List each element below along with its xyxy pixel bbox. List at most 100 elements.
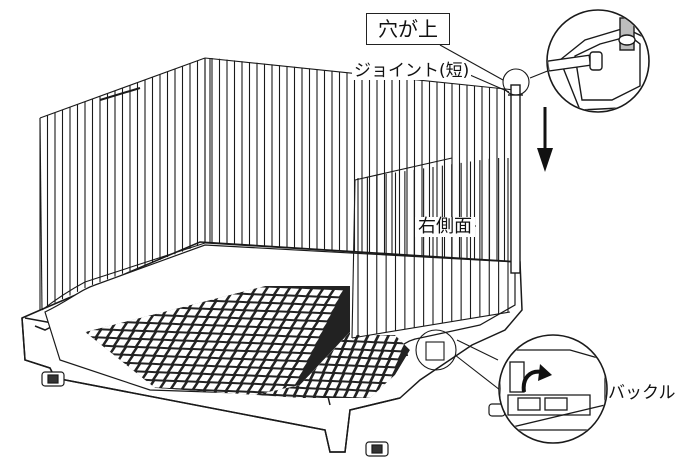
mesh-hole — [356, 391, 366, 398]
mesh-hole — [305, 297, 317, 304]
mesh-hole — [4, 384, 16, 390]
mesh-hole — [294, 296, 306, 304]
mesh-hole — [346, 390, 356, 398]
mesh-hole — [173, 382, 185, 389]
mesh-hole — [222, 351, 234, 358]
mesh-hole — [219, 334, 231, 342]
mesh-hole — [388, 360, 398, 367]
mesh-hole — [262, 360, 274, 368]
mesh-hole — [200, 350, 212, 357]
mesh-hole — [188, 374, 200, 381]
mesh-hole — [352, 374, 362, 382]
mesh-hole — [290, 304, 302, 312]
mesh-hole — [276, 288, 288, 295]
mesh-hole — [377, 335, 387, 342]
mesh-hole — [260, 320, 272, 327]
mesh-hole — [12, 368, 24, 374]
mesh-hole — [252, 336, 264, 343]
mesh-hole — [364, 342, 374, 350]
mesh-hole — [233, 351, 245, 358]
mesh-hole — [216, 318, 228, 325]
mesh-hole — [145, 348, 157, 355]
mesh-hole — [341, 350, 351, 357]
mesh-hole — [146, 324, 158, 331]
mesh-hole — [367, 334, 377, 342]
mesh-hole — [19, 376, 31, 382]
mesh-hole — [339, 382, 349, 389]
mesh-hole — [384, 343, 394, 350]
mesh-hole — [358, 358, 368, 366]
zoom-joint-detail — [546, 9, 650, 113]
mesh-hole — [220, 310, 232, 317]
mesh-hole — [328, 357, 338, 364]
mesh-hole — [394, 344, 404, 351]
mesh-hole — [192, 366, 204, 373]
mesh-hole — [199, 374, 211, 382]
mesh-hole — [359, 383, 369, 390]
mesh-hole — [214, 367, 226, 374]
mesh-hole — [113, 322, 125, 330]
mesh-hole — [312, 305, 324, 312]
mesh-hole — [274, 336, 286, 344]
mesh-hole — [213, 302, 225, 309]
mesh-hole — [221, 375, 233, 382]
mesh-hole — [207, 358, 219, 366]
mesh-hole — [168, 324, 180, 332]
mesh-hole — [378, 359, 388, 366]
mesh-hole — [208, 334, 220, 341]
mesh-hole — [184, 382, 196, 389]
mesh-hole — [144, 372, 156, 380]
mesh-hole — [231, 310, 243, 318]
mesh-hole — [237, 343, 249, 350]
mesh-hole — [179, 325, 191, 332]
mesh-hole — [120, 331, 132, 338]
mesh-hole — [223, 326, 235, 334]
mesh-hole — [211, 350, 223, 358]
mesh-hole — [327, 298, 339, 305]
mesh-hole — [127, 339, 139, 346]
mesh-hole — [30, 377, 42, 383]
mesh-hole — [387, 335, 397, 342]
mesh-hole — [209, 310, 221, 317]
mesh-hole — [189, 350, 201, 357]
mesh-hole — [338, 358, 348, 365]
mesh-hole — [300, 329, 312, 336]
mesh-hole — [135, 323, 147, 330]
mesh-hole — [374, 343, 384, 350]
mesh-hole — [138, 340, 150, 347]
mesh-hole — [246, 303, 258, 310]
mesh-hole — [268, 304, 280, 311]
mesh-hole — [246, 392, 258, 395]
mesh-hole — [349, 382, 359, 390]
mesh-hole — [142, 332, 154, 339]
mesh-hole — [261, 385, 273, 392]
mesh-hole — [151, 381, 163, 388]
mesh-hole — [296, 388, 306, 396]
mesh-hole — [277, 353, 289, 360]
mesh-hole — [270, 344, 282, 352]
mesh-hole — [152, 356, 164, 364]
mesh-hole — [258, 368, 270, 376]
mesh-hole — [175, 333, 187, 340]
mesh-hole — [167, 349, 179, 356]
joint-short — [508, 84, 523, 274]
mesh-hole — [226, 343, 238, 350]
mesh-hole — [119, 355, 131, 362]
label-buckle: バックル — [608, 383, 676, 403]
mesh-hole — [166, 373, 178, 380]
mesh-hole — [131, 331, 143, 338]
mesh-hole — [248, 344, 260, 351]
mesh-hole — [59, 386, 71, 392]
mesh-hole — [215, 342, 227, 350]
mesh-hole — [254, 376, 266, 384]
mesh-hole — [23, 368, 35, 374]
mesh-hole — [299, 354, 311, 361]
mesh-hole — [316, 389, 326, 396]
mesh-hole — [181, 366, 193, 373]
mesh-hole — [183, 317, 195, 324]
label-joint-short: ジョイント(短) — [352, 61, 472, 81]
mesh-hole — [92, 387, 104, 394]
mesh-hole — [204, 342, 216, 349]
mesh-hole — [284, 361, 296, 368]
